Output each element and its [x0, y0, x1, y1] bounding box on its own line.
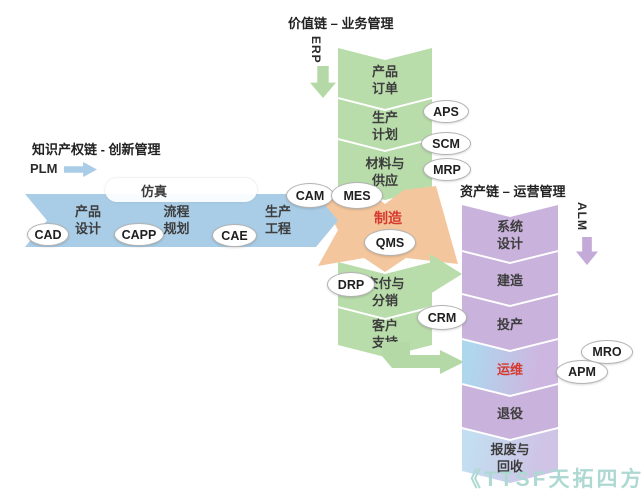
- watermark-logo: 《TTSF天拓四方: [460, 468, 644, 491]
- simulation-band: 仿真: [105, 178, 257, 202]
- qms-badge: QMS: [364, 229, 416, 256]
- cad-badge: CAD: [27, 223, 69, 246]
- crm-badge: CRM: [417, 305, 467, 330]
- block-label: 流程 规划: [163, 203, 190, 236]
- simulation-label: 仿真: [141, 183, 168, 199]
- aps-badge: APS: [423, 100, 469, 123]
- value-chain-title: 价值链 – 业务管理: [288, 16, 394, 31]
- block-label: 投产: [496, 316, 523, 332]
- apm-badge: APM: [556, 360, 608, 384]
- alm-down-arrow-icon: [576, 237, 598, 265]
- block-label: 交付与 分销: [365, 275, 405, 308]
- block-label: 生产 工程: [264, 203, 291, 236]
- block-label: 产品 设计: [74, 203, 101, 236]
- asset-chain-block-system-design: 系统 设计: [462, 205, 558, 262]
- cae-badge: CAE: [212, 224, 257, 247]
- plm-right-arrow-icon: [64, 162, 97, 177]
- cam-badge: CAM: [286, 183, 334, 208]
- block-label: 系统 设计: [496, 219, 523, 251]
- alm-label: ALM: [575, 202, 589, 231]
- block-label: 运维: [496, 361, 523, 377]
- drp-badge: DRP: [327, 272, 375, 297]
- scm-badge: SCM: [421, 132, 471, 155]
- ip-chain-title: 知识产权链 - 创新管理: [32, 142, 161, 157]
- erp-down-arrow-icon: [310, 66, 336, 98]
- capp-badge: CAPP: [114, 223, 164, 246]
- block-label: 产品 订单: [371, 64, 398, 96]
- block-label: 报废与 回收: [490, 441, 530, 474]
- plm-label: PLM: [30, 161, 58, 176]
- asset-chain-title: 资产链 – 运营管理: [460, 184, 566, 199]
- mrp-badge: MRP: [423, 158, 471, 181]
- block-label: 退役: [496, 406, 523, 422]
- value-chain-block-product-order: 产品 订单: [338, 48, 432, 109]
- mes-badge: MES: [331, 182, 383, 209]
- erp-label: ERP: [309, 36, 323, 64]
- manufacturing-label: 制造: [374, 210, 402, 226]
- block-label: 生产 计划: [371, 110, 398, 142]
- block-label: 建造: [496, 272, 523, 288]
- block-label: 材料与 供应: [365, 155, 405, 188]
